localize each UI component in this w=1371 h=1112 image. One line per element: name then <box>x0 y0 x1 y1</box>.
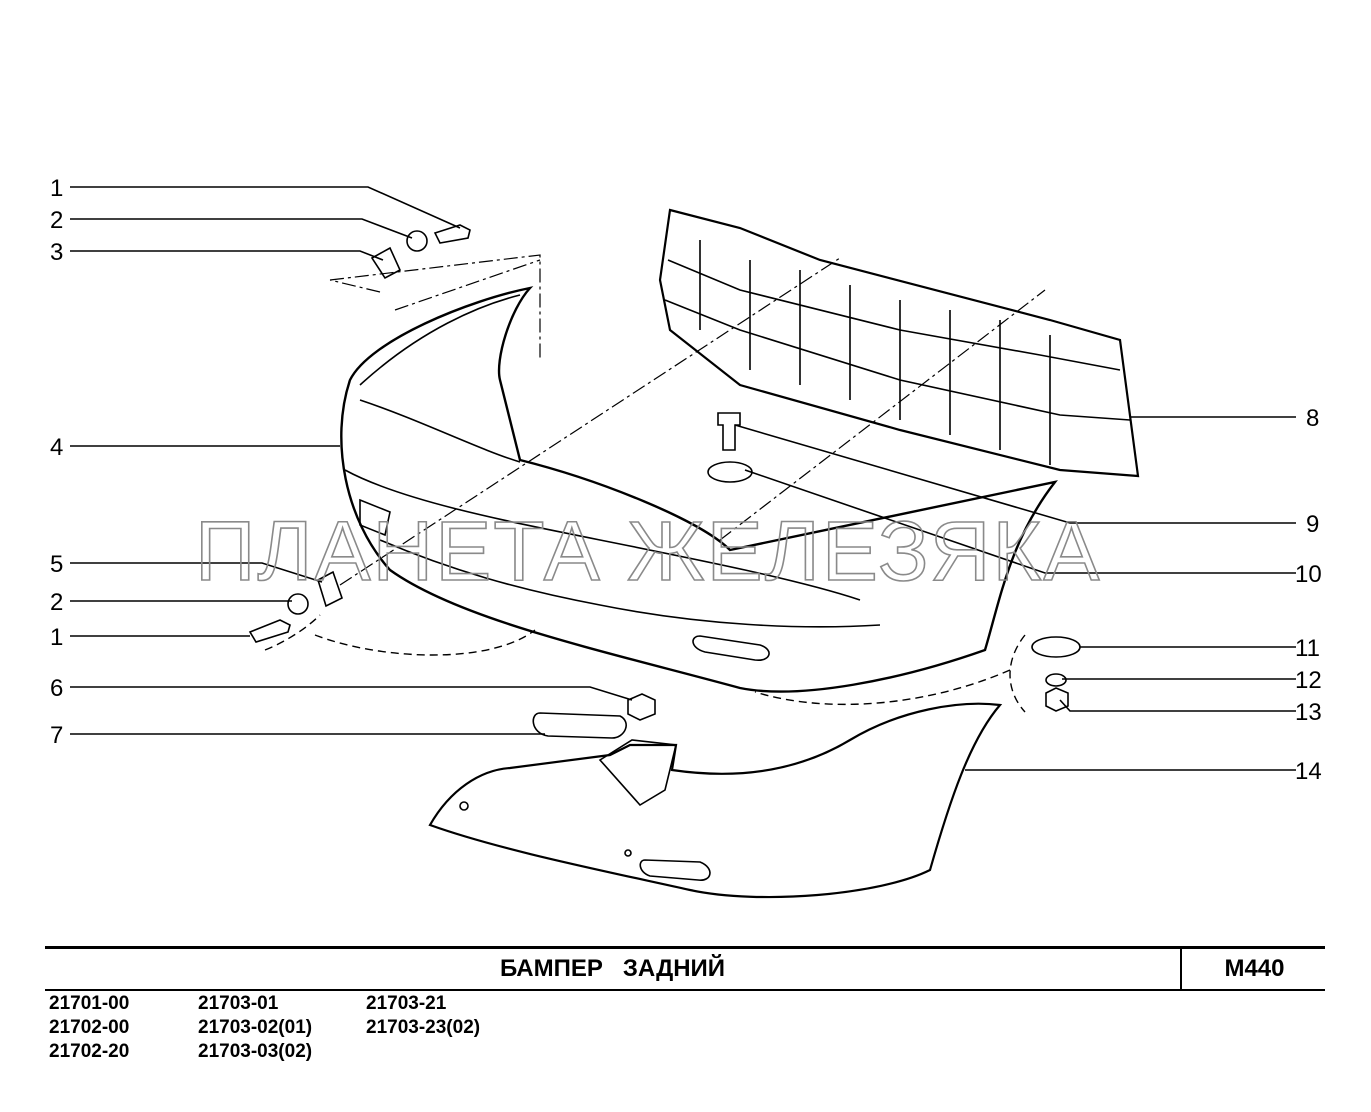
model-code: 21703-21 <box>366 993 447 1014</box>
screw-1-top <box>433 224 471 244</box>
assembly-arrow-left <box>264 614 536 656</box>
lower-trim <box>428 702 1003 899</box>
callout-label: 9 <box>1306 511 1319 538</box>
washer-12 <box>1045 673 1067 687</box>
model-code: 21702-20 <box>49 1041 130 1062</box>
bumper-absorber-ribs <box>664 240 1131 465</box>
watermark: ПЛАНЕТА ЖЕЛЕЗЯКА <box>195 504 1101 598</box>
model-code: 21703-02(01) <box>198 1017 313 1038</box>
callout-label: 13 <box>1295 699 1322 726</box>
bumper-cover <box>340 286 1058 693</box>
callouts-left: 1 2 3 4 5 2 1 6 7 <box>50 175 63 749</box>
model-list: 21701-00 21703-01 21703-21 21702-00 2170… <box>49 992 566 1064</box>
callouts-right: 8 9 10 11 12 13 14 <box>1295 405 1322 785</box>
callout-label: 4 <box>50 434 63 461</box>
title-block: БАМПЕР ЗАДНИЙ М440 <box>45 946 1325 991</box>
parts-diagram: ПЛАНЕТА ЖЕЛЕЗЯКА 1 2 3 4 5 2 1 6 7 8 9 1… <box>50 175 1322 899</box>
trim-reflector-slot <box>639 859 711 881</box>
bumper-reflector-slot <box>692 635 770 661</box>
callout-label: 2 <box>50 589 63 616</box>
callout-label: 1 <box>50 175 63 202</box>
model-code <box>366 1040 566 1064</box>
leader-1-top <box>70 186 461 229</box>
trim-hole <box>624 849 632 857</box>
callout-label: 11 <box>1295 635 1320 662</box>
callout-label: 1 <box>50 624 63 651</box>
trim-hole <box>459 801 469 811</box>
bumper-absorber <box>658 208 1140 478</box>
bumper-inner-edge <box>344 294 881 628</box>
callout-label: 8 <box>1306 405 1319 432</box>
callout-label: 3 <box>50 239 63 266</box>
clip-3 <box>370 246 402 280</box>
nut-6 <box>627 693 656 721</box>
leader-6 <box>70 686 633 701</box>
bolt-9 <box>717 412 741 451</box>
callout-label: 5 <box>50 551 63 578</box>
nut-13 <box>1045 687 1069 712</box>
trim-bracket <box>598 739 677 807</box>
screw-1-bottom <box>248 619 291 643</box>
assembly-line <box>329 254 1046 586</box>
leader-13 <box>1059 699 1296 712</box>
model-code: 21703-03(02) <box>198 1041 313 1062</box>
callout-label: 12 <box>1295 667 1322 694</box>
assembly-arrow-right <box>754 634 1026 713</box>
callout-label: 14 <box>1295 758 1322 785</box>
callout-label: 7 <box>50 722 63 749</box>
bumper-left-slot <box>359 498 391 537</box>
model-code: 21701-00 <box>49 993 130 1014</box>
washer-11 <box>1031 636 1081 658</box>
model-code: 21703-23(02) <box>366 1017 481 1038</box>
callout-label: 2 <box>50 207 63 234</box>
code-box: М440 <box>1180 949 1327 989</box>
callout-label: 10 <box>1295 561 1322 588</box>
washer-2-top <box>406 230 428 252</box>
washer-10 <box>707 461 753 483</box>
model-code: 21703-01 <box>198 993 279 1014</box>
clip-5 <box>317 570 343 608</box>
leader-2-top <box>70 218 413 239</box>
model-code: 21702-00 <box>49 1017 130 1038</box>
diagram-title: БАМПЕР ЗАДНИЙ <box>499 955 726 982</box>
reflector-7 <box>532 712 627 739</box>
washer-2-bottom <box>287 593 309 615</box>
callout-label: 6 <box>50 675 63 702</box>
leader-9 <box>734 424 1296 524</box>
leader-10 <box>744 469 1296 574</box>
diagram-code: М440 <box>1224 955 1285 982</box>
leader-3 <box>70 250 384 261</box>
leader-5 <box>70 562 323 583</box>
